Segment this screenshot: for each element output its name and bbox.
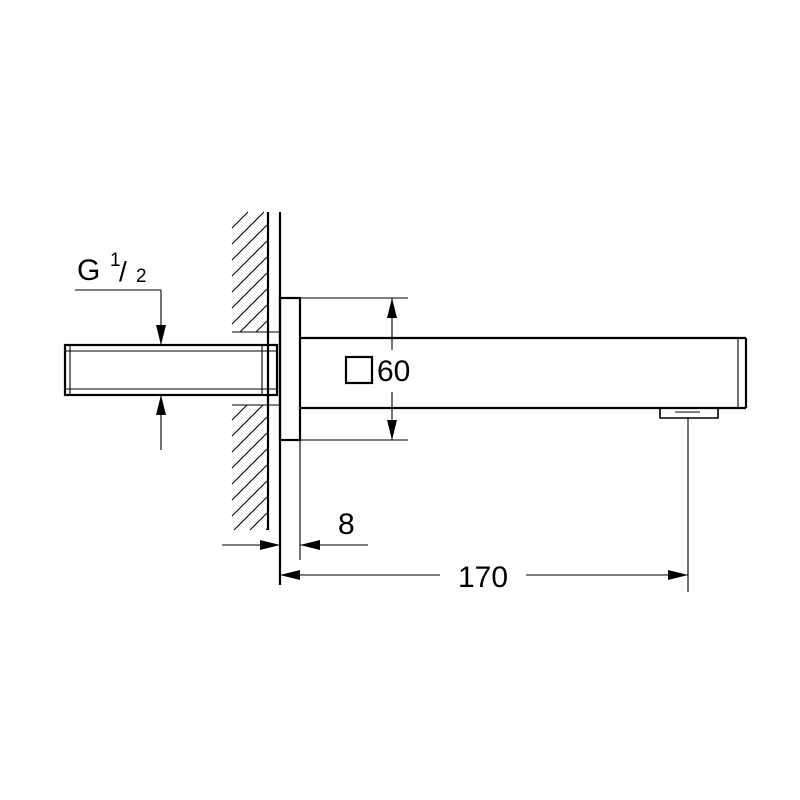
hatch-line xyxy=(249,511,269,531)
spout-size-dimension xyxy=(300,297,408,441)
thread-label-denominator: 2 xyxy=(136,266,147,287)
hatch-line xyxy=(231,404,248,421)
inlet-pipe xyxy=(63,343,279,397)
hatch-line xyxy=(231,255,269,293)
thread-label-base: G xyxy=(77,254,100,287)
hatch-line xyxy=(231,239,269,277)
projection-label: 170 xyxy=(458,561,508,594)
hatch-line xyxy=(255,319,269,333)
hatch-line xyxy=(231,431,269,469)
projection-dimension xyxy=(280,570,688,580)
hatch-line xyxy=(231,271,269,309)
wall-plate xyxy=(278,296,302,442)
wall-hatching xyxy=(231,211,269,531)
hatch-line xyxy=(239,303,269,333)
plate-thickness-label: 8 xyxy=(338,508,355,541)
spout-outlet xyxy=(659,408,719,592)
hatch-line xyxy=(231,287,269,325)
hatch-line xyxy=(231,223,269,261)
thread-label-slash: / xyxy=(119,256,127,287)
hatch-line xyxy=(231,415,269,453)
hatch-line xyxy=(231,211,265,245)
plate-thickness-dimension xyxy=(222,440,368,560)
thread-dimension xyxy=(75,289,166,450)
hatch-line xyxy=(231,211,249,229)
hatch-line xyxy=(231,447,269,485)
hatch-line xyxy=(231,479,269,517)
spout-size-label: 60 xyxy=(377,355,410,388)
hatch-line xyxy=(233,495,269,531)
hatch-line xyxy=(231,463,269,501)
thread-label-numerator: 1 xyxy=(110,250,121,271)
square-section-icon xyxy=(344,355,374,385)
spout-body xyxy=(300,336,748,410)
hatch-line xyxy=(231,404,264,437)
